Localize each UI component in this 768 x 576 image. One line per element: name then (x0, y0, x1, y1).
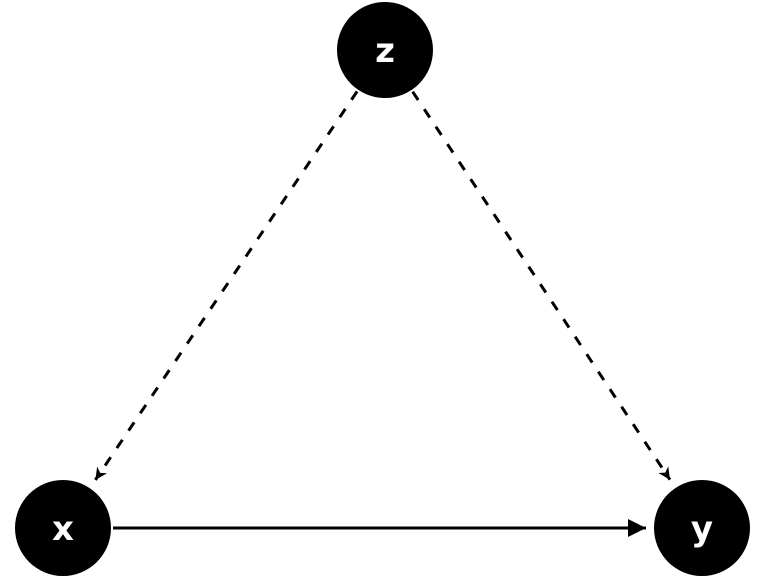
node-x: x (15, 480, 111, 576)
node-z: z (337, 2, 433, 98)
node-label-y: y (691, 509, 713, 549)
node-y: y (654, 480, 750, 576)
node-circle-z (337, 2, 433, 98)
nodes-layer: z x y (15, 2, 750, 576)
edge-z-y (411, 90, 672, 481)
node-label-z: z (375, 31, 395, 71)
node-circle-y (654, 480, 750, 576)
node-label-x: x (52, 509, 74, 549)
edge-z-x (94, 90, 359, 481)
edges-layer (94, 90, 672, 537)
node-circle-x (15, 480, 111, 576)
